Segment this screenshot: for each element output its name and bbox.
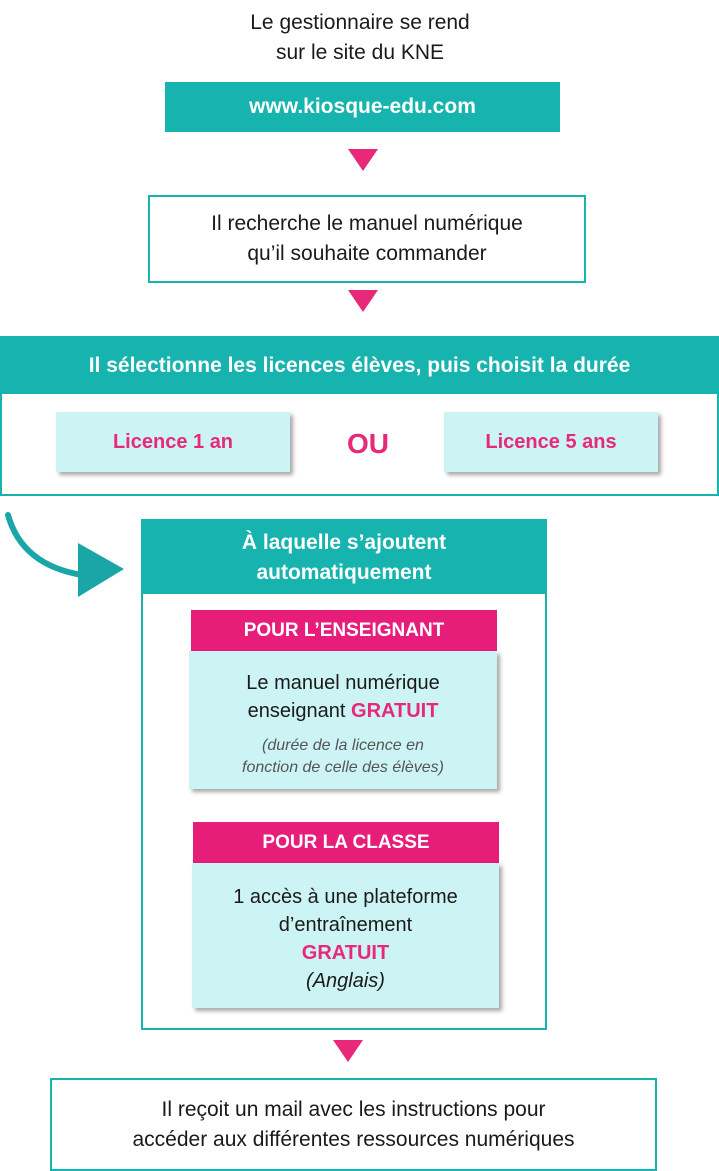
down-triangle-icon: [348, 149, 378, 171]
licence-header: Il sélectionne les licences élèves, puis…: [0, 336, 719, 396]
website-box: www.kiosque-edu.com: [165, 82, 560, 132]
teacher-note-line-1: (durée de la licence en: [262, 737, 424, 754]
class-box: 1 accès à une plateforme d’entraînement …: [192, 863, 499, 1008]
auto-header-line-1: À laquelle s’ajoutent: [241, 530, 447, 554]
teacher-line-1: Le manuel numérique: [246, 672, 440, 694]
class-line-1: 1 accès à une plateforme: [233, 886, 458, 908]
licence-1-an-label: Licence 1 an: [112, 430, 234, 453]
mail-line-2: accéder aux différentes ressources numér…: [132, 1127, 575, 1151]
teacher-title: POUR L’ENSEIGNANT: [243, 620, 445, 641]
teacher-gratuit: GRATUIT: [351, 700, 439, 722]
intro-line-1: Le gestionnaire se rend: [250, 11, 470, 34]
mail-step-box: Il reçoit un mail avec les instructions …: [50, 1078, 657, 1171]
search-line-1: Il recherche le manuel numérique: [211, 212, 523, 235]
teacher-box: Le manuel numérique enseignant GRATUIT (…: [189, 651, 497, 789]
class-note: (Anglais): [306, 970, 385, 992]
class-title: POUR LA CLASSE: [262, 832, 430, 853]
search-line-2: qu’il souhaite commander: [247, 242, 487, 265]
intro-text: Le gestionnaire se rend sur le site du K…: [160, 8, 560, 68]
licence-header-text: Il sélectionne les licences élèves, puis…: [88, 354, 631, 377]
teacher-note-line-2: fonction de celle des élèves): [242, 759, 444, 776]
auto-header-line-2: automatiquement: [256, 560, 432, 584]
website-url: www.kiosque-edu.com: [249, 95, 476, 118]
licence-5-ans-box: Licence 5 ans: [444, 412, 658, 472]
auto-header: À laquelle s’ajoutent automatiquement: [141, 519, 547, 596]
class-gratuit: GRATUIT: [301, 942, 390, 964]
mail-line-1: Il reçoit un mail avec les instructions …: [161, 1097, 546, 1121]
down-triangle-icon: [333, 1040, 363, 1062]
class-line-2: d’entraînement: [278, 914, 413, 936]
licence-1-an-box: Licence 1 an: [56, 412, 290, 472]
curved-arrow-icon: [5, 512, 124, 597]
teacher-line-2-prefix: enseignant: [247, 700, 346, 722]
down-triangle-icon: [348, 290, 378, 312]
licence-5-ans-label: Licence 5 ans: [485, 430, 617, 453]
teacher-title-bar: POUR L’ENSEIGNANT: [191, 610, 497, 652]
or-label: OU: [347, 428, 389, 459]
intro-line-2: sur le site du KNE: [275, 41, 445, 64]
search-step-box: Il recherche le manuel numérique qu’il s…: [148, 195, 586, 283]
class-title-bar: POUR LA CLASSE: [193, 822, 499, 864]
teacher-line-2: enseignant GRATUIT: [189, 697, 497, 725]
